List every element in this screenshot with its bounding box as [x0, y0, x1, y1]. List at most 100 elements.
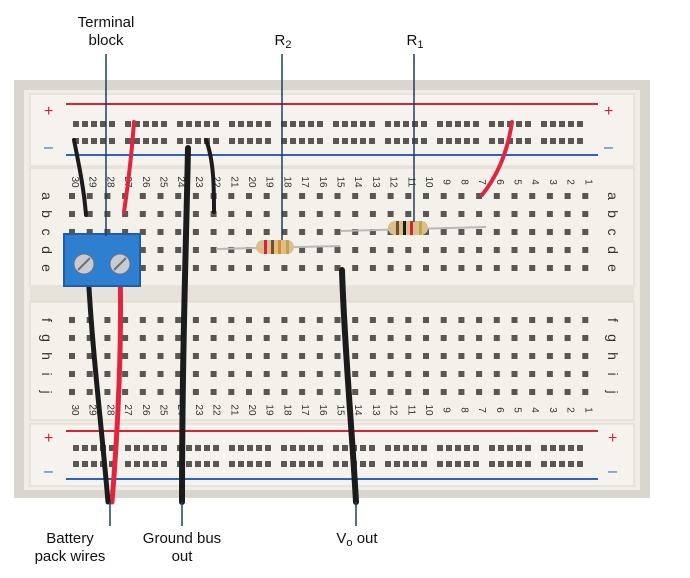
rail-hole: [281, 445, 287, 451]
column-number-bottom: 27: [122, 404, 133, 416]
column-number-bottom: 16: [317, 404, 328, 416]
rail-hole: [256, 138, 262, 144]
row-letter-left: f: [39, 318, 55, 322]
hole: [192, 229, 199, 235]
rail-hole: [394, 138, 400, 144]
rail-hole: [369, 138, 375, 144]
column-number-top: 4: [529, 179, 540, 185]
column-number-bottom: 22: [211, 404, 222, 416]
row-letter-right: d: [605, 246, 621, 254]
bottom-minus-left: –: [44, 463, 53, 480]
screw-slot-2: [113, 257, 127, 271]
hole: [493, 389, 500, 395]
hole: [139, 371, 146, 377]
rail-hole: [541, 121, 547, 127]
hole: [104, 193, 111, 199]
r2-label: R2: [268, 32, 298, 54]
red-wire-battery: [109, 267, 124, 505]
hole: [546, 371, 553, 377]
rail-hole: [385, 461, 391, 467]
rail-hole: [507, 461, 513, 467]
rail-hole: [265, 461, 271, 467]
rail-hole: [489, 121, 495, 127]
rail-hole: [498, 461, 504, 467]
rail-hole: [73, 445, 79, 451]
hole: [511, 353, 518, 359]
row-letter-right: f: [605, 318, 621, 322]
hole: [458, 193, 465, 199]
hole: [316, 229, 323, 235]
hole: [529, 389, 536, 395]
hole: [511, 335, 518, 341]
hole: [423, 335, 429, 341]
top-rail-holes: [73, 121, 583, 144]
hole: [352, 211, 359, 217]
hole: [405, 265, 412, 271]
rail-hole: [290, 121, 296, 127]
hole: [299, 335, 306, 341]
rail-hole: [342, 445, 348, 451]
hole: [192, 335, 199, 341]
rail-hole: [238, 138, 244, 144]
rail-hole: [525, 121, 531, 127]
hole: [405, 317, 412, 323]
hole: [405, 389, 412, 395]
hole: [122, 229, 129, 235]
hole: [281, 211, 288, 217]
r1-band-3: [410, 221, 413, 235]
hole: [104, 389, 111, 395]
hole: [157, 265, 164, 271]
column-number-bottom: 6: [494, 407, 505, 413]
hole: [546, 353, 553, 359]
hole: [69, 335, 75, 341]
hole: [246, 211, 252, 217]
hole: [564, 389, 571, 395]
hole: [387, 247, 394, 253]
hole: [582, 353, 589, 359]
hole: [369, 317, 376, 323]
column-number-top: 2: [565, 179, 576, 185]
hole: [582, 229, 589, 235]
rail-hole: [394, 461, 400, 467]
hole: [423, 193, 429, 199]
column-number-bottom: 9: [441, 407, 452, 413]
hole: [316, 211, 323, 217]
hole: [86, 389, 93, 395]
hole: [263, 353, 270, 359]
hole: [564, 193, 571, 199]
hole: [122, 389, 129, 395]
hole: [175, 317, 182, 323]
row-letter-right: h: [605, 352, 621, 360]
bottom-plus-right: +: [608, 430, 617, 447]
hole: [476, 229, 483, 235]
rail-hole: [265, 138, 271, 144]
hole: [139, 389, 146, 395]
hole: [69, 371, 75, 377]
hole: [334, 353, 341, 359]
rail-hole: [369, 461, 375, 467]
hole: [210, 389, 217, 395]
rail-hole: [550, 461, 556, 467]
rail-hole: [256, 121, 262, 127]
hole: [316, 335, 323, 341]
row-letter-left: c: [39, 229, 55, 236]
hole: [440, 353, 447, 359]
hole: [139, 335, 146, 341]
rail-hole: [299, 121, 305, 127]
hole: [440, 247, 447, 253]
hole: [316, 265, 323, 271]
hole: [458, 335, 465, 341]
red-jumper-left: [122, 120, 136, 214]
hole: [334, 335, 341, 341]
rail-hole: [109, 461, 115, 467]
hole: [175, 211, 182, 217]
hole: [281, 317, 288, 323]
top-minus-left: –: [44, 139, 53, 156]
rail-hole: [421, 138, 427, 144]
r2-subscript: 2: [285, 39, 292, 51]
column-number-bottom: 5: [512, 407, 523, 413]
hole: [369, 389, 376, 395]
rail-hole: [82, 445, 88, 451]
rail-hole: [109, 445, 115, 451]
